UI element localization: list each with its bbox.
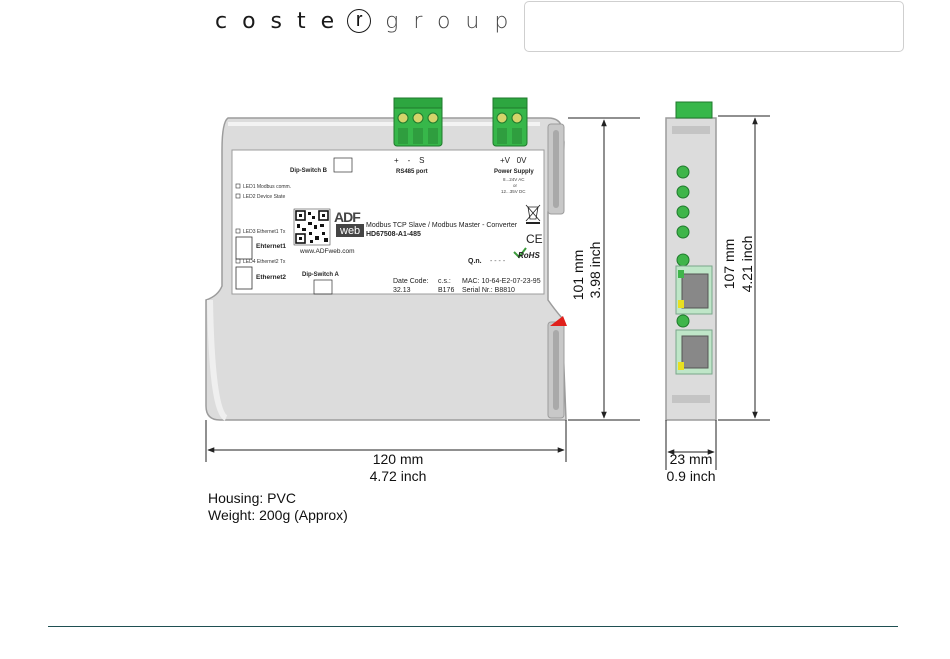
ce-mark: CE	[526, 232, 543, 246]
qn-label: Q.n.	[468, 258, 482, 265]
side-led-4	[676, 225, 690, 239]
rs485-connector	[393, 97, 443, 147]
adf-logo-text: ADF	[334, 209, 361, 225]
logo-text-group: group	[385, 8, 524, 34]
depth-mm-label: 23 mm	[670, 451, 713, 467]
side-led-2	[676, 185, 690, 199]
footer-divider	[48, 626, 898, 627]
side-ethernet-port-1	[675, 265, 713, 315]
rs485-port-label: RS485 port	[396, 169, 428, 175]
rohs-check-icon	[513, 247, 527, 259]
mac-address: MAC: 10-64-E2-07-23-95	[462, 278, 541, 285]
dipswitch-a	[313, 279, 333, 295]
side-led-1	[676, 165, 690, 179]
led3-label: LED3 Ethernet1 Tx	[243, 229, 286, 235]
led4-label: LED4 Ethernet2 Tx	[243, 259, 286, 265]
logo-text-coste: coste	[215, 8, 350, 34]
power-ac-label: 8...24V AC	[503, 177, 525, 182]
depth-inch-label: 0.9 inch	[666, 468, 715, 484]
qn-value: - - - -	[490, 258, 506, 265]
height-mm-label: 101 mm	[570, 250, 586, 301]
led2-label: LED2 Device State	[243, 194, 285, 200]
rs485-pin-labels: + - S	[394, 156, 424, 165]
ethernet2-label: Ethernet2	[256, 274, 286, 281]
rohs-mark: RoHS	[518, 251, 540, 260]
warning-triangle	[550, 316, 567, 326]
side-ethernet-port-2	[675, 329, 713, 375]
dipswitch-b-label: Dip-Switch B	[290, 168, 328, 174]
power-connector	[492, 97, 528, 147]
logo-r-circle: r	[347, 9, 372, 33]
side-height-mm-label: 107 mm	[721, 239, 737, 290]
led3-indicator	[235, 228, 241, 234]
adfweb-logo: ADF web	[332, 208, 364, 238]
led1-label: LED1 Modbus comm.	[243, 184, 291, 190]
power-supply-label: Power Supply	[494, 169, 534, 175]
power-pin-labels: +V 0V	[500, 156, 527, 165]
ethernet1-label: Ehternet1	[256, 243, 286, 250]
date-code-value: 32.13	[393, 287, 411, 294]
side-led-6	[676, 314, 690, 328]
front-label	[231, 149, 545, 295]
weee-bin-icon	[525, 204, 541, 222]
width-inch-label: 4.72 inch	[370, 468, 427, 484]
spec-notes: Housing: PVC Weight: 200g (Approx)	[208, 490, 348, 524]
side-led-5	[676, 253, 690, 267]
website-label: www.ADFweb.com	[299, 248, 355, 255]
height-inch-label: 3.98 inch	[587, 242, 603, 299]
led2-indicator	[235, 193, 241, 199]
dipswitch-b	[333, 157, 353, 173]
width-mm-label: 120 mm	[373, 451, 424, 467]
weight-spec: Weight: 200g (Approx)	[208, 507, 348, 523]
power-or-label: or	[513, 183, 518, 188]
coste-group-logo: coste r group	[215, 4, 523, 38]
date-code-label: Date Code:	[393, 278, 428, 285]
dipswitch-a-label: Dip-Switch A	[302, 272, 339, 278]
cs-label: c.s.:	[438, 278, 451, 285]
qr-code	[293, 208, 331, 246]
header-box	[524, 1, 904, 52]
serial-number: Serial Nr.: B8810	[462, 287, 515, 294]
power-dc-label: 12...35V DC	[501, 189, 526, 194]
side-led-3	[676, 205, 690, 219]
product-code: HD67508-A1-485	[366, 231, 421, 238]
side-height-inch-label: 4.21 inch	[739, 236, 755, 293]
housing-spec: Housing: PVC	[208, 490, 296, 506]
dimension-lines	[205, 115, 770, 470]
ethernet2-port-outline	[235, 266, 253, 290]
cs-value: B176	[438, 287, 454, 294]
product-description: Modbus TCP Slave / Modbus Master - Conve…	[366, 222, 518, 229]
web-logo-text: web	[339, 225, 360, 237]
ethernet1-port-outline	[235, 236, 253, 260]
led1-indicator	[235, 183, 241, 189]
